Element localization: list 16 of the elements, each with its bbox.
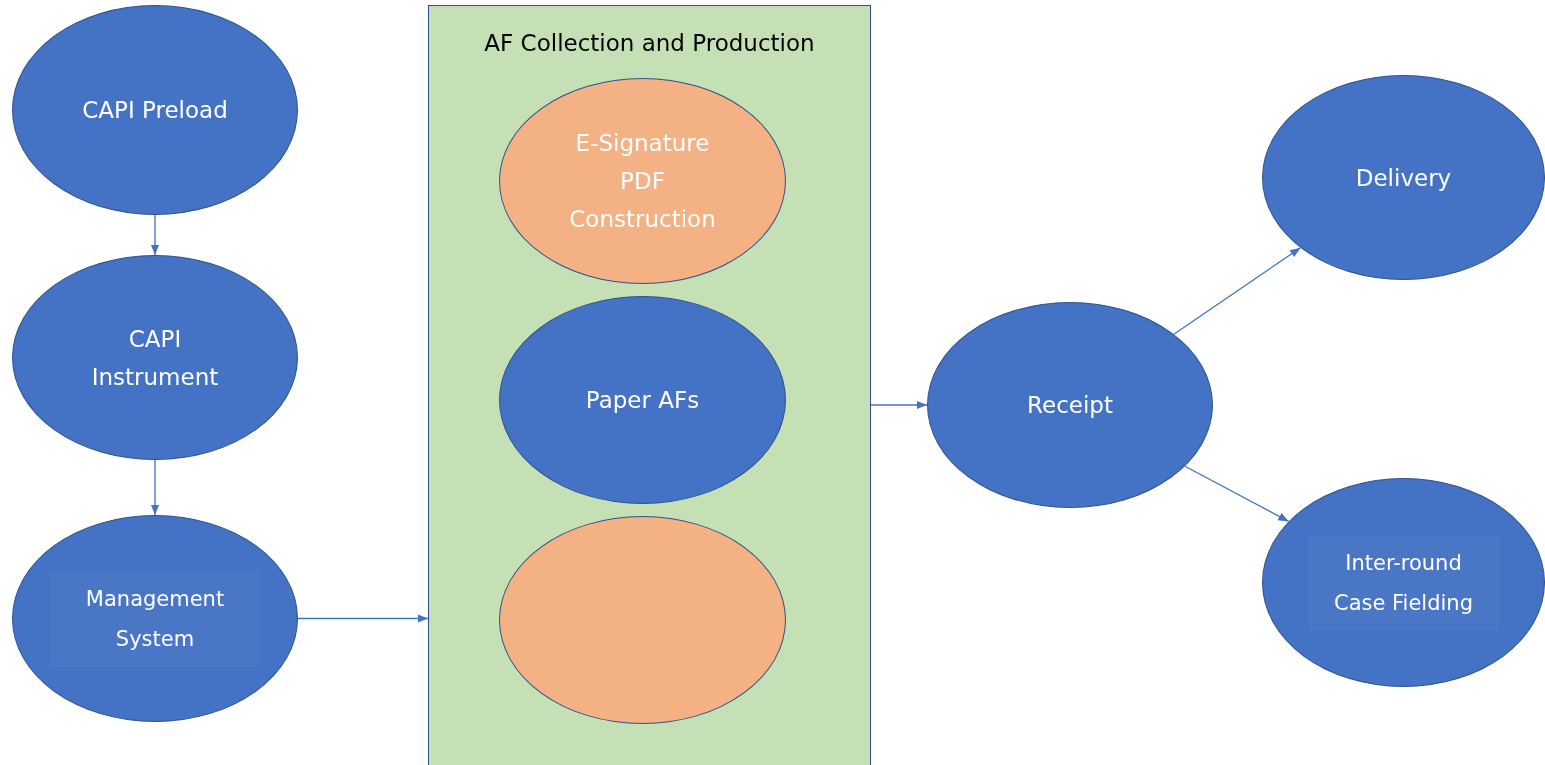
arrow (1184, 465, 1290, 523)
node-label: CAPI Instrument (90, 324, 220, 392)
node-label: Management System (50, 570, 260, 667)
node-label: Receipt (1027, 391, 1113, 420)
panel-title: AF Collection and Production (483, 30, 816, 56)
node-label: CAPI Preload (82, 96, 228, 125)
arrow (297, 614, 429, 623)
arrow (1173, 247, 1302, 335)
node-label: Paper AFs (585, 386, 700, 415)
node-label: Inter-round Case Fielding (1308, 534, 1499, 631)
arrow (150, 214, 160, 256)
arrow (870, 400, 928, 410)
arrow (150, 459, 160, 516)
node-label: E-Signature PDF Construction (568, 129, 717, 234)
node-label: Delivery (1355, 163, 1452, 193)
group-panel (428, 5, 871, 765)
